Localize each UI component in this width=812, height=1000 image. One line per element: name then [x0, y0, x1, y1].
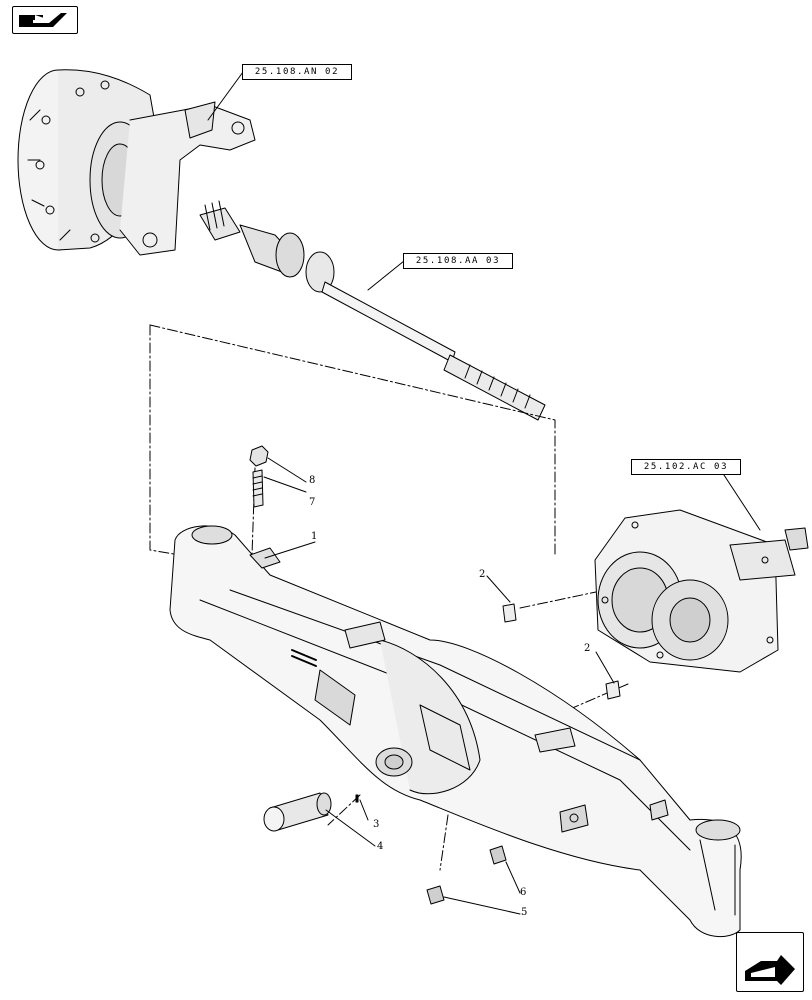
next-page-button[interactable]: [736, 932, 804, 992]
leader-lines: [207, 71, 761, 915]
hub-assembly: [17, 69, 256, 256]
ref-label-drive-shaft[interactable]: 25.108.AA 03: [403, 253, 513, 269]
callout-7: 7: [309, 497, 316, 508]
callout-2-lower: 2: [584, 643, 591, 654]
callout-1: 1: [311, 531, 318, 542]
drive-shaft: [199, 200, 546, 421]
callout-5: 5: [521, 907, 528, 918]
callout-2-upper: 2: [479, 569, 486, 580]
differential-assembly: [594, 509, 809, 673]
ref-label-axle-hub[interactable]: 25.108.AN 02: [242, 64, 352, 80]
callout-4: 4: [377, 841, 384, 852]
axle-housing: [169, 525, 742, 938]
callout-3: 3: [373, 819, 380, 830]
loose-parts: [249, 445, 621, 905]
back-page-button[interactable]: [12, 6, 78, 34]
callout-6: 6: [520, 887, 527, 898]
ref-label-differential[interactable]: 25.102.AC 03: [631, 459, 741, 475]
back-page-arrow-icon: [19, 13, 67, 27]
callout-8: 8: [309, 475, 316, 486]
next-page-arrow-icon: [745, 955, 795, 985]
